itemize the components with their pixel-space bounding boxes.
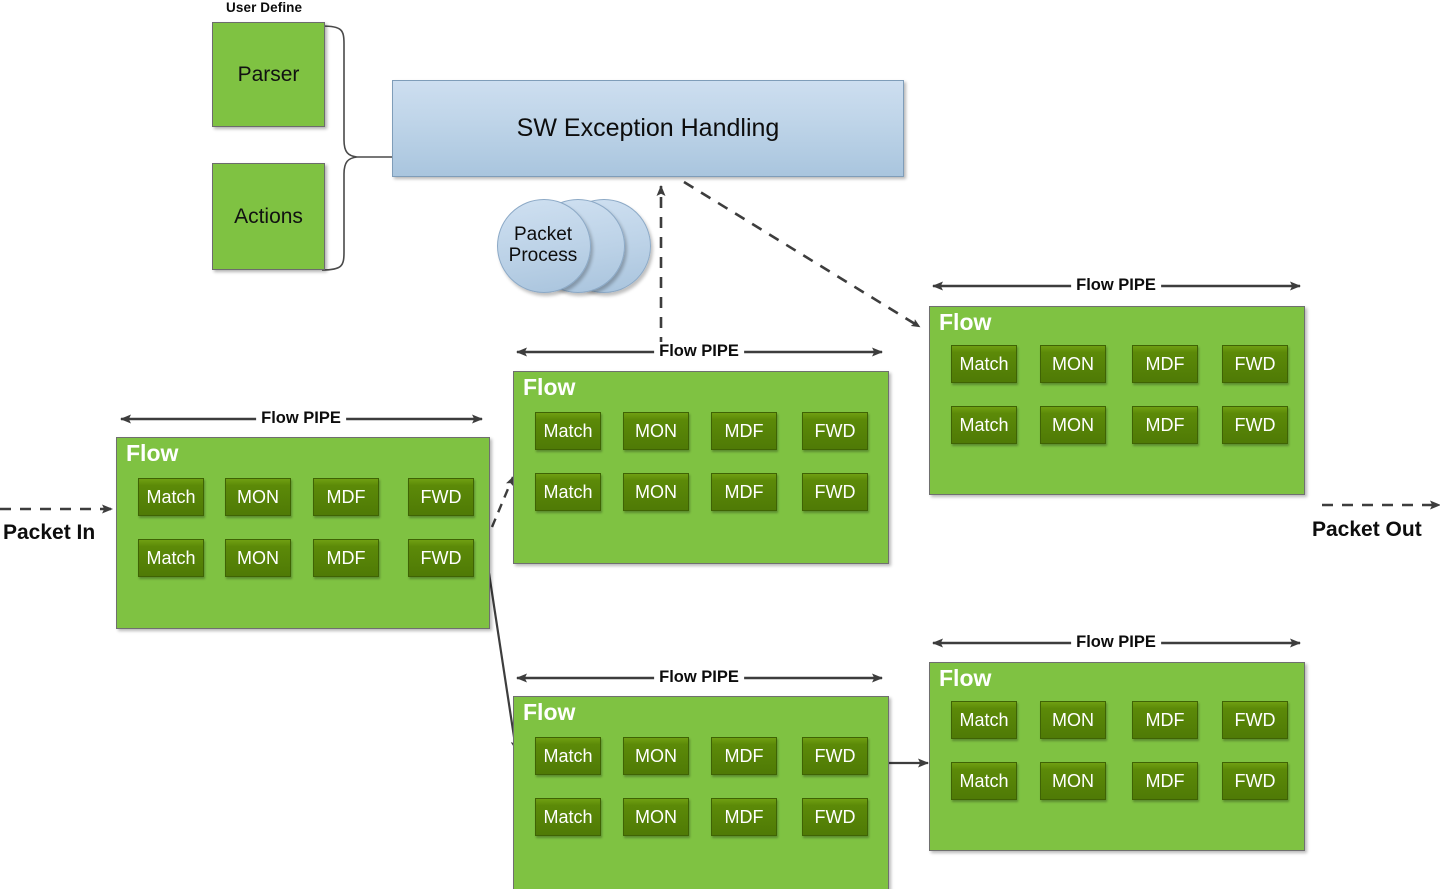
chip-fwd-r2-right-bottom[interactable]: FWD [1222,762,1288,800]
arrow-left-to-middle-bottom [487,572,519,751]
user-define-box-actions[interactable]: Actions [212,163,325,270]
flow-pipe-label-right-top: Flow PIPE [1071,276,1161,295]
flow-pipe-label-middle-bottom: Flow PIPE [654,668,744,687]
flow-block-right-bottom[interactable]: Flow Match MON MDF FWD Match MON MDF FWD [929,662,1305,851]
chip-match-r1-left[interactable]: Match [138,478,204,516]
packet-process-label: Packet Process [497,199,589,291]
chip-fwd-r2-middle-top[interactable]: FWD [802,473,868,511]
user-define-label: User Define [226,0,303,15]
chip-match-r1-middle-bottom[interactable]: Match [535,737,601,775]
chip-mon-r2-right-top[interactable]: MON [1040,406,1106,444]
user-define-brace [321,25,392,271]
chip-mdf-r1-middle-bottom[interactable]: MDF [711,737,777,775]
chip-mdf-r1-right-bottom[interactable]: MDF [1132,701,1198,739]
chip-match-r2-left[interactable]: Match [138,539,204,577]
chip-mdf-r2-left[interactable]: MDF [313,539,379,577]
chip-mdf-r2-right-top[interactable]: MDF [1132,406,1198,444]
chip-mon-r2-right-bottom[interactable]: MON [1040,762,1106,800]
packet-process-line2: Process [508,245,578,266]
actions-label: Actions [234,204,303,228]
flow-title-right-top: Flow [939,309,992,335]
chip-mdf-r1-middle-top[interactable]: MDF [711,412,777,450]
arrow-sw-to-right-flow [683,180,921,329]
packet-process-stack[interactable]: Packet Process [495,197,655,293]
chip-mdf-r2-right-bottom[interactable]: MDF [1132,762,1198,800]
chip-mon-r1-middle-bottom[interactable]: MON [623,737,689,775]
chip-mdf-r2-middle-bottom[interactable]: MDF [711,798,777,836]
chip-mon-r2-middle-bottom[interactable]: MON [623,798,689,836]
flow-block-left[interactable]: Flow Match MON MDF FWD Match MON MDF FWD [116,437,490,629]
chip-mdf-r2-middle-top[interactable]: MDF [711,473,777,511]
flow-title-middle-bottom: Flow [523,699,576,725]
chip-fwd-r1-middle-top[interactable]: FWD [802,412,868,450]
chip-fwd-r1-middle-bottom[interactable]: FWD [802,737,868,775]
flow-title-middle-top: Flow [523,374,576,400]
flow-pipe-label-middle-top: Flow PIPE [654,342,744,361]
chip-fwd-r1-right-top[interactable]: FWD [1222,345,1288,383]
chip-fwd-r2-middle-bottom[interactable]: FWD [802,798,868,836]
chip-fwd-r2-right-top[interactable]: FWD [1222,406,1288,444]
chip-mon-r1-right-top[interactable]: MON [1040,345,1106,383]
chip-match-r1-right-bottom[interactable]: Match [951,701,1017,739]
chip-mon-r1-left[interactable]: MON [225,478,291,516]
arrow-left-to-middle-top [490,476,515,528]
packet-in-label: Packet In [3,521,96,544]
chip-match-r1-right-top[interactable]: Match [951,345,1017,383]
packet-process-circle-1 [497,199,591,293]
flow-block-right-top[interactable]: Flow Match MON MDF FWD Match MON MDF FWD [929,306,1305,495]
parser-label: Parser [237,62,300,86]
chip-mdf-r1-right-top[interactable]: MDF [1132,345,1198,383]
chip-mon-r2-middle-top[interactable]: MON [623,473,689,511]
flow-title-right-bottom: Flow [939,665,992,691]
packet-out-label: Packet Out [1312,518,1422,541]
sw-exception-handling-box[interactable]: SW Exception Handling [392,80,904,177]
user-define-box-parser[interactable]: Parser [212,22,325,127]
sw-exception-handling-label: SW Exception Handling [516,114,780,142]
flow-title-left: Flow [126,440,179,466]
chip-mon-r1-right-bottom[interactable]: MON [1040,701,1106,739]
chip-mon-r1-middle-top[interactable]: MON [623,412,689,450]
chip-match-r2-right-top[interactable]: Match [951,406,1017,444]
chip-mon-r2-left[interactable]: MON [225,539,291,577]
flow-pipe-label-right-bottom: Flow PIPE [1071,633,1161,652]
chip-match-r2-middle-bottom[interactable]: Match [535,798,601,836]
flow-block-middle-top[interactable]: Flow Match MON MDF FWD Match MON MDF FWD [513,371,889,564]
packet-process-line1: Packet [513,223,573,245]
chip-fwd-r1-left[interactable]: FWD [408,478,474,516]
flow-block-middle-bottom[interactable]: Flow Match MON MDF FWD Match MON MDF FWD [513,696,889,889]
chip-mdf-r1-left[interactable]: MDF [313,478,379,516]
chip-match-r2-middle-top[interactable]: Match [535,473,601,511]
chip-match-r2-right-bottom[interactable]: Match [951,762,1017,800]
flow-pipe-label-left: Flow PIPE [256,409,346,428]
chip-fwd-r1-right-bottom[interactable]: FWD [1222,701,1288,739]
chip-fwd-r2-left[interactable]: FWD [408,539,474,577]
chip-match-r1-middle-top[interactable]: Match [535,412,601,450]
